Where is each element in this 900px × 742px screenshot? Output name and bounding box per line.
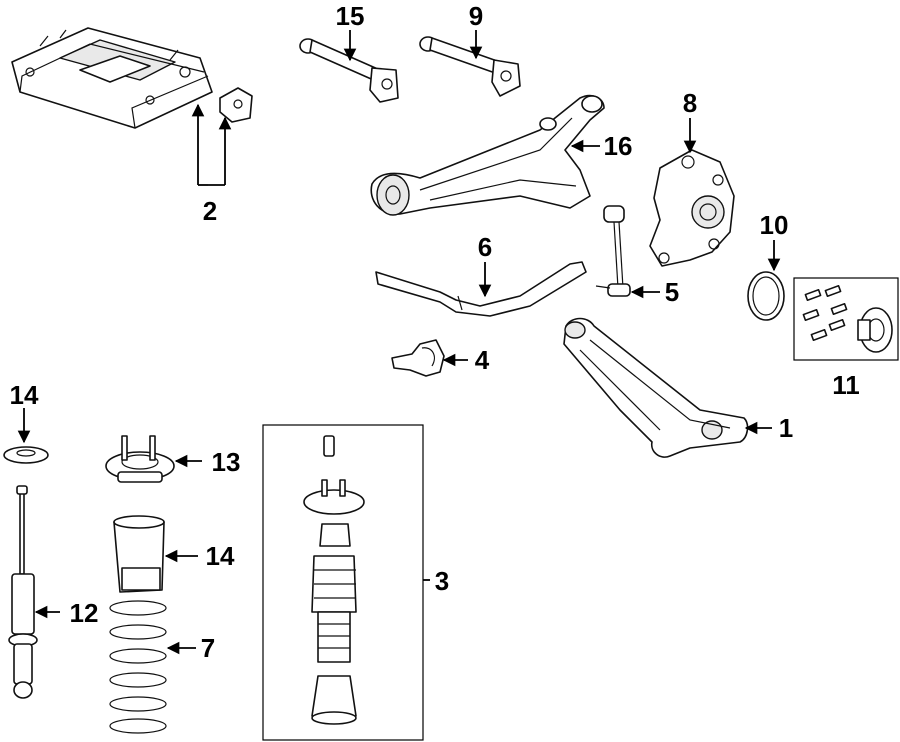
callout-2: 2: [203, 196, 217, 226]
callout-9: 9: [469, 1, 483, 31]
callout-4: 4: [475, 345, 490, 375]
callout-15: 15: [336, 1, 365, 31]
spring-insulator-14-sleeve: [113, 515, 165, 593]
subframe-bracket: [219, 87, 253, 123]
trailing-arm-16: [370, 94, 605, 216]
callout-12: 12: [70, 598, 99, 628]
seal-ring-10: [747, 271, 785, 321]
hub-kit-frame: [793, 277, 899, 361]
air-strut-assembly-3: [303, 435, 365, 725]
callout-14-left: 14: [10, 380, 39, 410]
callout-2-leader: [191, 103, 232, 186]
stabilizer-link-5: [595, 205, 631, 297]
callout-5: 5: [665, 277, 679, 307]
spring-insulator-14-top: [3, 446, 49, 464]
coil-spring-7: [109, 600, 167, 734]
callout-7: 7: [201, 633, 215, 663]
strut-mount-13: [105, 435, 175, 483]
callout-1: 1: [779, 413, 793, 443]
upper-control-link-15: [299, 38, 399, 103]
callout-13: 13: [212, 447, 241, 477]
wheel-hub-11: [857, 307, 893, 353]
callout-8: 8: [683, 88, 697, 118]
callout-16: 16: [604, 131, 633, 161]
callout-6: 6: [478, 232, 492, 262]
stabilizer-bar-6: [375, 261, 587, 317]
steering-knuckle-8: [649, 149, 735, 267]
lower-control-arm-1: [563, 317, 749, 458]
hub-bolts: [802, 284, 848, 342]
subframe-crossmember: [11, 27, 213, 129]
air-strut-kit-frame: [262, 424, 424, 741]
callout-3: 3: [435, 566, 449, 596]
callout-10: 10: [760, 210, 789, 240]
toe-link-9: [419, 36, 521, 97]
callout-14-center: 14: [206, 541, 235, 571]
callout-11: 11: [832, 370, 860, 400]
stabilizer-bushing-bracket-4: [391, 339, 445, 377]
shock-absorber-12: [8, 485, 38, 699]
